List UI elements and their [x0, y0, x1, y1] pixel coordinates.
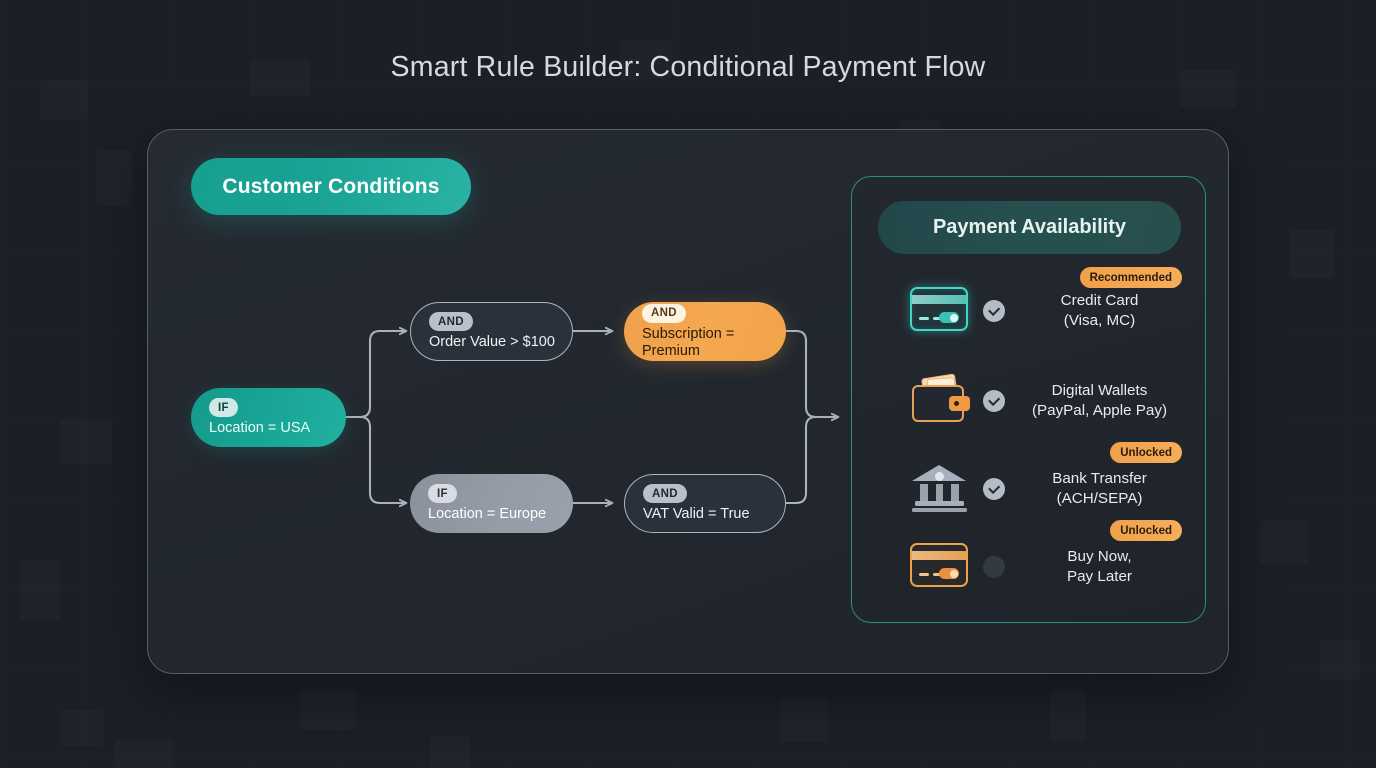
customer-conditions-label: Customer Conditions	[222, 174, 440, 198]
condition-node-vat[interactable]: AND VAT Valid = True	[624, 474, 786, 533]
condition-label: Order Value > $100	[429, 334, 555, 351]
payment-method-name: Bank Transfer (ACH/SEPA)	[1005, 469, 1200, 509]
status-check-icon	[983, 300, 1005, 322]
condition-label: Subscription = Premium	[642, 325, 735, 359]
status-badge: Recommended	[1079, 267, 1182, 288]
condition-tag: AND	[643, 484, 687, 504]
payment-method-name-line2: Pay Later	[1066, 568, 1132, 585]
bnpl-card-icon	[908, 541, 970, 593]
payment-method-name: Digital Wallets (PayPal, Apple Pay)	[1005, 381, 1200, 421]
condition-tag: AND	[429, 312, 473, 332]
payment-method-row[interactable]: Bank Transfer (ACH/SEPA) Unlocked	[860, 442, 1200, 527]
condition-label: Location = USA	[209, 420, 311, 437]
payment-method-row[interactable]: Buy Now, Pay Later Unlocked	[860, 520, 1200, 605]
page-title: Smart Rule Builder: Conditional Payment …	[390, 51, 986, 83]
wallet-icon	[908, 373, 970, 427]
customer-conditions-header: Customer Conditions	[191, 158, 471, 215]
payment-availability-header: Payment Availability	[878, 201, 1181, 254]
condition-node-order-value[interactable]: AND Order Value > $100	[410, 302, 573, 361]
payment-method-name: Credit Card (Visa, MC)	[1005, 291, 1200, 331]
payment-availability-label: Payment Availability	[932, 216, 1127, 238]
payment-method-name-line2: (ACH/SEPA)	[1056, 490, 1143, 507]
main-card: Customer Conditions	[147, 129, 1229, 674]
condition-tag: IF	[428, 484, 457, 504]
payment-method-row[interactable]: Credit Card (Visa, MC) Recommended	[860, 267, 1200, 349]
payment-method-name-line2: (PayPal, Apple Pay)	[1031, 402, 1168, 419]
condition-label: VAT Valid = True	[643, 506, 750, 523]
status-check-icon	[983, 478, 1005, 500]
status-badge: Unlocked	[1110, 520, 1182, 541]
payment-method-name-line1: Buy Now,	[1067, 548, 1132, 566]
payment-method-name-line1: Digital Wallets	[1051, 382, 1148, 400]
payment-method-name-line2: (Visa, MC)	[1063, 312, 1136, 329]
bank-icon	[908, 463, 970, 515]
condition-node-europe[interactable]: IF Location = Europe	[410, 474, 573, 533]
payment-method-row[interactable]: Digital Wallets (PayPal, Apple Pay)	[860, 363, 1200, 439]
payment-method-name-line1: Credit Card	[1060, 292, 1139, 310]
condition-tag: IF	[209, 398, 238, 418]
payment-method-name-line1: Bank Transfer	[1052, 470, 1147, 488]
status-check-icon	[983, 390, 1005, 412]
condition-node-subscription[interactable]: AND Subscription = Premium	[624, 302, 786, 361]
condition-label: Location = Europe	[428, 506, 547, 523]
payment-availability-panel: Payment Availability Credit Card (Visa, …	[851, 176, 1206, 623]
status-badge: Unlocked	[1110, 442, 1182, 463]
condition-node-root[interactable]: IF Location = USA	[191, 388, 346, 447]
status-check-icon	[983, 556, 1005, 578]
credit-card-icon	[908, 285, 970, 337]
condition-tag: AND	[642, 303, 686, 323]
payment-method-name: Buy Now, Pay Later	[1005, 547, 1200, 587]
